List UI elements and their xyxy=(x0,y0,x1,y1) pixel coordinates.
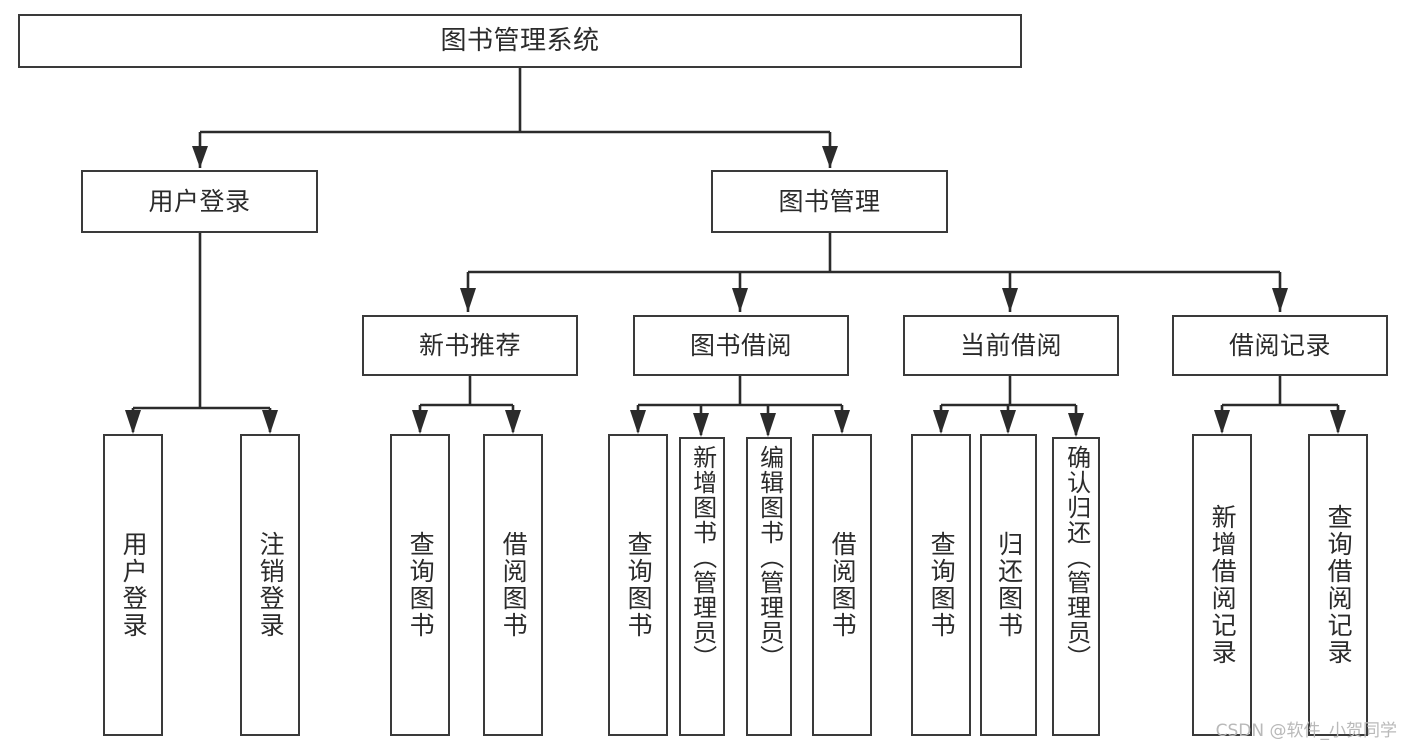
node-label: 用户登录 xyxy=(119,531,149,639)
node-label: 确认归还（管理员） xyxy=(1062,445,1091,670)
node-label: 用户登录 xyxy=(148,187,251,216)
leaf-book-borrow-borrow[interactable]: 借阅图书 xyxy=(812,434,872,736)
node-label: 图书借阅 xyxy=(689,331,792,360)
node-label: 查询图书 xyxy=(927,531,957,639)
node-label: 查询图书 xyxy=(624,531,654,639)
leaf-current-borrow-query[interactable]: 查询图书 xyxy=(911,434,971,736)
leaf-user-login-login[interactable]: 用户登录 xyxy=(103,434,163,736)
node-label: 归还图书 xyxy=(994,531,1024,639)
leaf-current-borrow-return[interactable]: 归还图书 xyxy=(980,434,1037,736)
node-book-borrow[interactable]: 图书借阅 xyxy=(633,315,849,376)
node-new-book-recommend[interactable]: 新书推荐 xyxy=(362,315,578,376)
leaf-user-login-logout[interactable]: 注销登录 xyxy=(240,434,300,736)
node-current-borrow[interactable]: 当前借阅 xyxy=(903,315,1119,376)
node-label: 新书推荐 xyxy=(418,331,521,360)
leaf-borrow-record-add[interactable]: 新增借阅记录 xyxy=(1192,434,1252,736)
node-borrow-records[interactable]: 借阅记录 xyxy=(1172,315,1388,376)
node-label: 注销登录 xyxy=(256,531,286,639)
node-label: 新增借阅记录 xyxy=(1208,504,1238,666)
node-label: 图书管理 xyxy=(778,187,881,216)
leaf-book-borrow-add[interactable]: 新增图书（管理员） xyxy=(679,437,725,736)
node-label: 借阅图书 xyxy=(499,531,529,639)
leaf-new-book-query[interactable]: 查询图书 xyxy=(390,434,450,736)
leaf-borrow-record-query[interactable]: 查询借阅记录 xyxy=(1308,434,1368,736)
node-label: 编辑图书（管理员） xyxy=(755,445,784,670)
node-label: 图书管理系统 xyxy=(440,25,600,56)
node-root-library-system[interactable]: 图书管理系统 xyxy=(18,14,1022,68)
node-label: 借阅图书 xyxy=(828,531,858,639)
node-label: 借阅记录 xyxy=(1228,331,1331,360)
node-label: 当前借阅 xyxy=(959,331,1062,360)
leaf-current-borrow-confirm-return[interactable]: 确认归还（管理员） xyxy=(1052,437,1100,736)
node-label: 新增图书（管理员） xyxy=(688,445,717,670)
node-label: 查询图书 xyxy=(406,531,436,639)
node-label: 查询借阅记录 xyxy=(1324,504,1354,666)
node-book-management[interactable]: 图书管理 xyxy=(711,170,948,233)
csdn-watermark: CSDN @软件_小贺同学 xyxy=(1215,721,1397,741)
leaf-new-book-borrow[interactable]: 借阅图书 xyxy=(483,434,543,736)
leaf-book-borrow-edit[interactable]: 编辑图书（管理员） xyxy=(746,437,792,736)
node-user-login[interactable]: 用户登录 xyxy=(81,170,318,233)
leaf-book-borrow-query[interactable]: 查询图书 xyxy=(608,434,668,736)
